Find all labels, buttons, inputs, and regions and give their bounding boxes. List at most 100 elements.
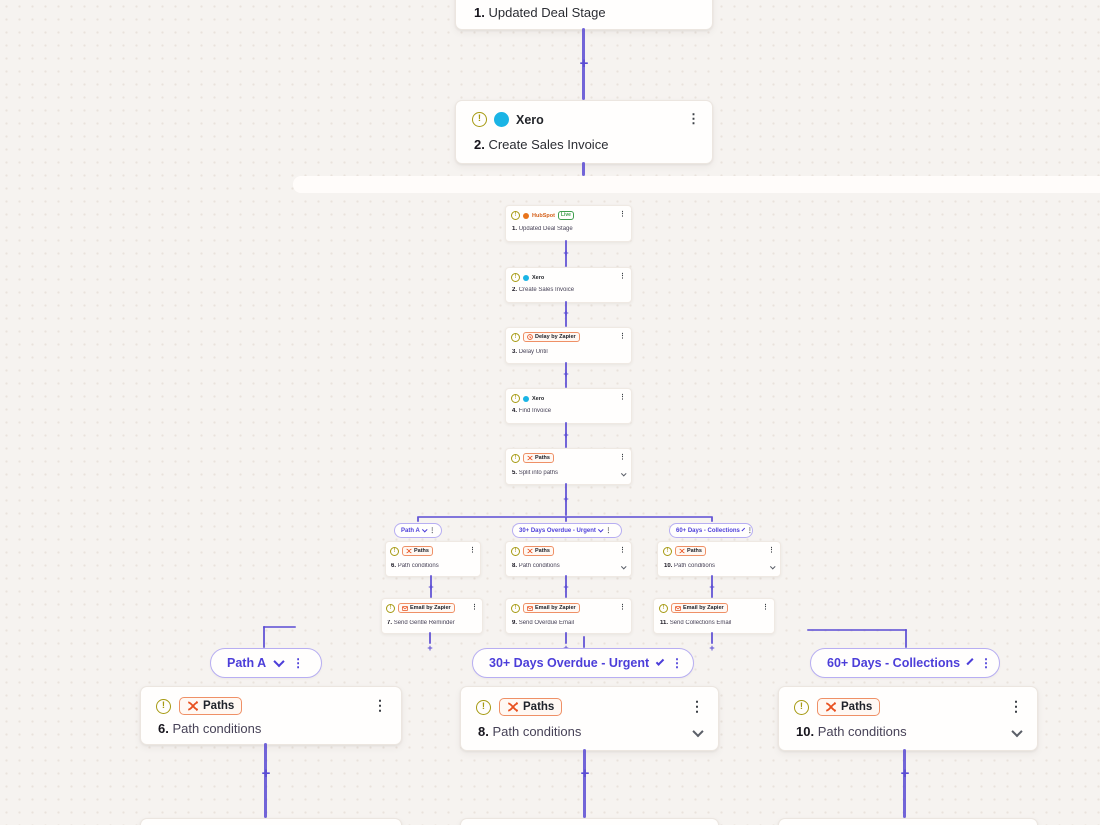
chevron-down-icon[interactable] — [620, 563, 626, 569]
chevron-down-icon[interactable] — [655, 657, 665, 666]
add-step-button[interactable]: + — [563, 308, 569, 318]
xero-app-icon — [523, 395, 529, 402]
step-card-7[interactable] — [140, 818, 402, 825]
mini-step-card-4[interactable]: ! Xero ⋮ 4. Find Invoice — [505, 388, 632, 424]
chevron-down-icon[interactable] — [769, 563, 775, 569]
step-menu-icon[interactable]: ⋮ — [762, 604, 769, 611]
step-card-8[interactable]: ! Paths ⋮ 8. Path conditions — [460, 686, 719, 751]
path-menu-icon: ⋮ — [605, 528, 612, 534]
step-title: 1. Updated Deal Stage — [512, 226, 573, 232]
step-menu-icon[interactable]: ⋮ — [619, 211, 626, 218]
mini-step-card-8[interactable]: ! Paths ⋮ 8. Path conditions — [505, 541, 632, 577]
chevron-down-icon — [422, 526, 428, 532]
step-menu-icon[interactable]: ⋮ — [619, 454, 626, 461]
step-card-6[interactable]: ! Paths ⋮ 6. Path conditions — [140, 686, 402, 745]
step-card-1[interactable]: 1. Updated Deal Stage — [455, 0, 713, 30]
paths-icon — [508, 701, 519, 713]
step-menu-icon[interactable]: ⋮ — [619, 394, 626, 401]
path-menu-icon: ⋮ — [429, 528, 436, 534]
email-badge: Email by Zapier — [398, 603, 455, 613]
mini-step-card-11[interactable]: ! Email by Zapier ⋮ 11. Send Collections… — [653, 598, 775, 634]
step-menu-icon[interactable]: ⋮ — [768, 547, 775, 554]
mini-step-card-3[interactable]: ! Delay by Zapier ⋮ 3. Delay Until — [505, 327, 632, 364]
path-menu-icon[interactable]: ⋮ — [671, 656, 683, 670]
mini-step-card-1[interactable]: ! HubSpot Live ⋮ 1. Updated Deal Stage — [505, 205, 632, 242]
connector-line — [565, 422, 567, 448]
warning-icon: ! — [476, 699, 491, 715]
warning-icon: ! — [511, 394, 520, 403]
step-menu-icon[interactable]: ⋮ — [619, 604, 626, 611]
chevron-down-icon[interactable] — [966, 658, 974, 666]
add-step-button[interactable]: + — [563, 430, 569, 440]
add-step-button[interactable]: + — [579, 55, 589, 72]
delay-icon — [527, 334, 533, 340]
step-title: 3. Delay Until — [512, 349, 548, 355]
mini-path-pill-c[interactable]: 60+ Days - Collections ⋮ — [669, 523, 753, 538]
path-pill-c[interactable]: 60+ Days - Collections ⋮ — [810, 648, 1000, 678]
step-menu-icon[interactable]: ⋮ — [619, 547, 626, 554]
mini-step-card-5[interactable]: ! Paths ⋮ 5. Split into paths — [505, 448, 632, 485]
step-menu-icon[interactable]: ⋮ — [469, 547, 476, 554]
step-card-11[interactable] — [778, 818, 1038, 825]
mini-step-card-7[interactable]: ! Email by Zapier ⋮ 7. Send Gentle Remin… — [381, 598, 483, 634]
add-step-button[interactable]: + — [563, 369, 569, 379]
connector-line — [565, 632, 567, 644]
connector-line — [711, 632, 713, 644]
mini-step-card-6[interactable]: ! Paths ⋮ 6. Path conditions — [385, 541, 481, 577]
chevron-down-icon[interactable] — [1011, 725, 1023, 738]
step-menu-icon[interactable]: ⋮ — [687, 111, 700, 126]
add-step-button[interactable]: + — [580, 765, 590, 782]
path-menu-icon: ⋮ — [746, 528, 753, 534]
step-card-2[interactable]: ! Xero ⋮ 2. Create Sales Invoice — [455, 100, 713, 164]
mini-step-card-2[interactable]: ! Xero ⋮ 2. Create Sales Invoice — [505, 267, 632, 303]
add-step-button[interactable]: + — [900, 765, 910, 782]
paths-badge: Paths — [523, 546, 554, 556]
connector-line — [430, 575, 432, 598]
step-card-9[interactable] — [460, 818, 719, 825]
add-step-button[interactable]: + — [428, 582, 434, 592]
step-menu-icon[interactable]: ⋮ — [1009, 698, 1023, 714]
add-step-button[interactable]: + — [261, 765, 271, 782]
add-step-button[interactable]: + — [709, 582, 715, 592]
step-title: 8. Path conditions — [512, 563, 560, 569]
add-step-button[interactable]: + — [563, 494, 569, 504]
step-card-10[interactable]: ! Paths ⋮ 10. Path conditions — [778, 686, 1038, 751]
path-label: 30+ Days Overdue - Urgent — [489, 656, 650, 670]
chevron-down-icon[interactable] — [273, 655, 285, 668]
connector-line — [582, 28, 585, 100]
hubspot-app-icon — [523, 212, 529, 219]
status-chip: Live — [557, 211, 574, 220]
mini-path-pill-a[interactable]: Path A ⋮ — [394, 523, 442, 538]
add-step-button[interactable]: + — [563, 582, 569, 592]
step-menu-icon[interactable]: ⋮ — [619, 333, 626, 340]
mini-step-card-10[interactable]: ! Paths ⋮ 10. Path conditions — [657, 541, 781, 577]
paths-icon — [527, 455, 533, 461]
path-menu-icon[interactable]: ⋮ — [980, 656, 993, 670]
step-menu-icon[interactable]: ⋮ — [690, 698, 704, 714]
path-menu-icon[interactable]: ⋮ — [292, 656, 305, 670]
add-step-button[interactable]: + — [709, 643, 715, 653]
step-menu-icon[interactable]: ⋮ — [619, 273, 626, 280]
warning-icon: ! — [659, 603, 668, 613]
chevron-down-icon[interactable] — [692, 725, 704, 738]
app-name: Xero — [532, 274, 545, 281]
path-pill-a[interactable]: Path A ⋮ — [210, 648, 322, 678]
connector-line — [711, 575, 713, 598]
paths-badge: Paths — [499, 698, 563, 716]
elbow-connector — [807, 629, 907, 631]
mini-step-card-9[interactable]: ! Email by Zapier ⋮ 9. Send Overdue Emai… — [505, 598, 632, 634]
chevron-down-icon[interactable] — [620, 470, 626, 476]
step-menu-icon[interactable]: ⋮ — [373, 697, 387, 713]
email-badge: Email by Zapier — [523, 603, 580, 613]
add-step-button[interactable]: + — [563, 248, 569, 258]
canvas-highlight-band — [293, 176, 1100, 193]
connector-line — [583, 749, 586, 818]
mini-path-pill-b[interactable]: 30+ Days Overdue - Urgent ⋮ — [512, 523, 622, 538]
connector-line — [565, 575, 567, 598]
add-step-button[interactable]: + — [427, 643, 433, 653]
step-menu-icon[interactable]: ⋮ — [471, 604, 478, 611]
step-title: 11. Send Collections Email — [660, 620, 732, 626]
path-pill-b[interactable]: 30+ Days Overdue - Urgent ⋮ — [472, 648, 694, 678]
warning-icon: ! — [386, 603, 395, 613]
